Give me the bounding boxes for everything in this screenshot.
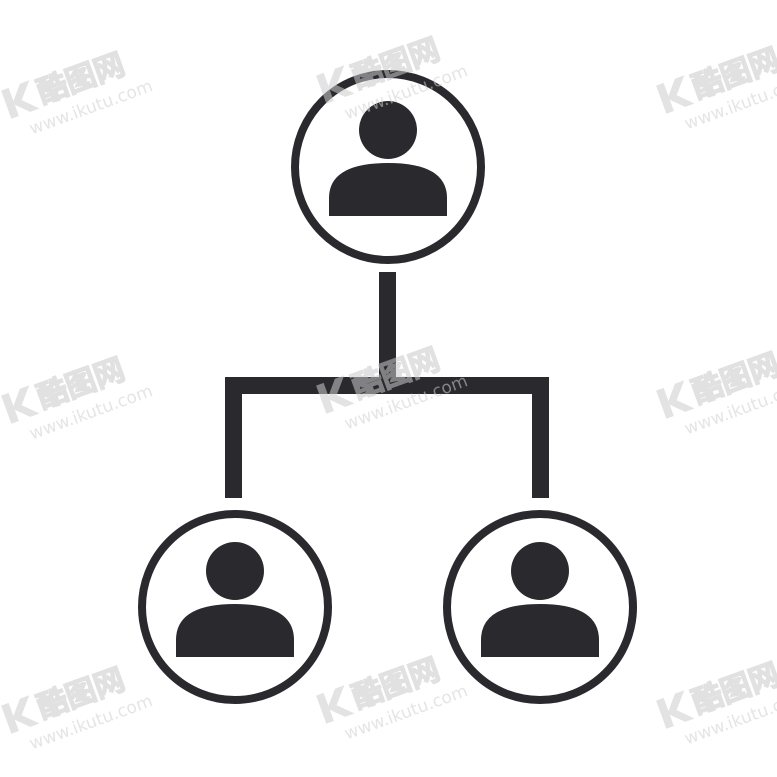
bottom-left-person-body [176, 604, 294, 657]
watermark-k-logo-icon [1, 385, 40, 424]
watermark: 酷图网 www.ikutu.com [656, 42, 777, 134]
watermark-k-logo-icon [1, 80, 40, 119]
bottom-right-node-ring [443, 510, 637, 704]
connector-vertical-right [532, 377, 549, 498]
bottom-right-person-icon [481, 542, 599, 657]
connector-vertical-top [379, 272, 396, 379]
watermark: 酷图网 www.ikutu.com [1, 47, 155, 139]
top-person-node [291, 70, 485, 264]
top-person-head [359, 101, 417, 159]
connector-lines [225, 272, 549, 498]
bottom-left-person-head [206, 542, 264, 600]
top-person-icon [329, 101, 447, 216]
watermark-k-logo-icon [656, 690, 695, 729]
connector-horizontal [225, 377, 549, 394]
watermark-k-logo-icon [1, 695, 40, 734]
watermark: 酷图网 www.ikutu.com [656, 657, 777, 749]
bottom-right-person-node [443, 510, 637, 704]
top-person-body [329, 163, 447, 216]
bottom-right-person-body [481, 604, 599, 657]
watermark: 酷图网 www.ikutu.com [1, 662, 155, 754]
bottom-left-person-icon [176, 542, 294, 657]
watermark-k-logo-icon [656, 380, 695, 419]
watermark: 酷图网 www.ikutu.com [656, 347, 777, 439]
watermark: 酷图网 www.ikutu.com [316, 652, 470, 744]
bottom-left-person-node [138, 510, 332, 704]
bottom-left-node-ring [138, 510, 332, 704]
watermark-k-logo-icon [316, 65, 355, 104]
bottom-right-person-head [511, 542, 569, 600]
org-chart-icon [138, 70, 637, 704]
watermark-k-logo-icon [316, 375, 355, 414]
watermark-k-logo-icon [316, 685, 355, 724]
watermark-k-logo-icon [656, 75, 695, 114]
top-node-ring [291, 70, 485, 264]
connector-vertical-left [225, 377, 242, 498]
watermark: 酷图网 www.ikutu.com [1, 352, 155, 444]
